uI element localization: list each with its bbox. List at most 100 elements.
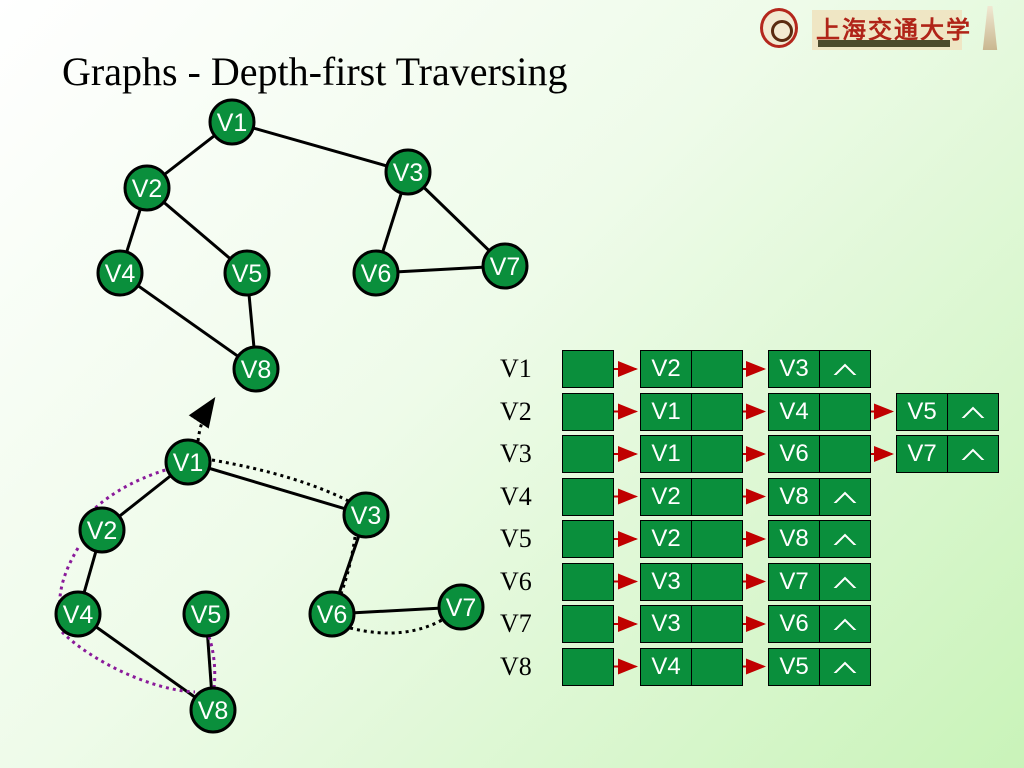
next-pointer-cell bbox=[691, 520, 743, 558]
traversal-start-arrow bbox=[188, 397, 216, 463]
vertex-label-v3: V3 bbox=[500, 439, 532, 468]
top-node-v1: V1 bbox=[208, 98, 256, 146]
bottom-node-v6: V6 bbox=[308, 590, 356, 638]
next-pointer-cell bbox=[819, 435, 871, 473]
null-caret-icon bbox=[833, 533, 857, 545]
null-caret-icon bbox=[833, 576, 857, 588]
bottom-node-v4: V4 bbox=[54, 590, 102, 638]
logo-text-plate: 上海交通大学 bbox=[812, 10, 970, 50]
null-caret-icon bbox=[833, 618, 857, 630]
bottom-node-label: V5 bbox=[191, 601, 222, 629]
bottom-node-label: V4 bbox=[63, 601, 94, 629]
next-pointer-cell bbox=[691, 647, 743, 686]
traversal-v1-v3 bbox=[211, 458, 357, 507]
vertex-label-v4: V4 bbox=[500, 481, 532, 511]
bottom-node-label: V7 bbox=[446, 594, 477, 622]
slide-title: Graphs - Depth-first Traversing bbox=[62, 49, 568, 94]
top-node-v2: V2 bbox=[123, 164, 171, 212]
null-caret-icon bbox=[961, 448, 985, 460]
null-pointer-cell bbox=[819, 647, 871, 686]
vertex-label-v7: V7 bbox=[500, 609, 532, 638]
top-edge-v4-v8 bbox=[119, 271, 257, 371]
null-caret-icon bbox=[833, 363, 857, 375]
top-node-v8: V8 bbox=[232, 345, 280, 393]
bottom-node-label: V3 bbox=[351, 502, 382, 530]
null-pointer-cell bbox=[819, 520, 871, 558]
traversal-path bbox=[58, 397, 443, 694]
head-pointer-cell bbox=[562, 392, 614, 431]
list-node-vertex: V2 bbox=[640, 477, 692, 516]
list-node-vertex: V8 bbox=[768, 520, 820, 558]
logo-chinese-name: 上海交通大学 bbox=[816, 16, 972, 44]
top-node-label: V7 bbox=[490, 253, 521, 281]
null-caret-icon bbox=[833, 491, 857, 503]
list-node-vertex: V7 bbox=[768, 562, 820, 601]
bottom-node-v8: V8 bbox=[189, 686, 237, 734]
list-node-vertex: V1 bbox=[640, 392, 692, 431]
traversal-v3-v6 bbox=[328, 529, 358, 619]
top-graph-edges bbox=[118, 120, 507, 371]
bottom-node-v2: V2 bbox=[78, 506, 126, 554]
null-pointer-cell bbox=[947, 435, 999, 473]
list-node-vertex: V1 bbox=[640, 435, 692, 473]
tower-icon bbox=[982, 6, 998, 50]
head-pointer-cell bbox=[562, 435, 614, 473]
top-node-label: V4 bbox=[105, 260, 136, 288]
head-pointer-cell bbox=[562, 605, 614, 643]
traversal-v4-v8 bbox=[60, 630, 196, 694]
null-pointer-cell bbox=[819, 605, 871, 643]
bottom-node-v1: V1 bbox=[164, 438, 212, 486]
vertex-label-v5: V5 bbox=[500, 524, 532, 553]
list-node-vertex: V3 bbox=[640, 562, 692, 601]
bottom-node-v7: V7 bbox=[437, 583, 485, 631]
list-node-vertex: V4 bbox=[768, 392, 820, 431]
null-caret-icon bbox=[961, 406, 985, 418]
bottom-node-label: V1 bbox=[173, 449, 204, 477]
list-node-vertex: V8 bbox=[768, 477, 820, 516]
top-node-label: V1 bbox=[217, 109, 248, 137]
top-node-v7: V7 bbox=[481, 242, 529, 290]
vertex-label-v6: V6 bbox=[500, 566, 532, 596]
bottom-node-v3: V3 bbox=[342, 491, 390, 539]
top-node-v4: V4 bbox=[96, 249, 144, 297]
bottom-node-label: V6 bbox=[317, 601, 348, 629]
top-node-v6: V6 bbox=[352, 249, 400, 297]
vertex-label-v2: V2 bbox=[500, 396, 532, 426]
vertex-label-v8: V8 bbox=[500, 651, 532, 681]
next-pointer-cell bbox=[691, 392, 743, 431]
null-caret-icon bbox=[833, 661, 857, 673]
top-node-label: V2 bbox=[132, 175, 163, 203]
vertex-label-v1: V1 bbox=[500, 354, 532, 383]
null-pointer-cell bbox=[819, 350, 871, 388]
bottom-node-label: V8 bbox=[198, 697, 229, 725]
list-node-vertex: V5 bbox=[896, 392, 948, 431]
top-node-label: V5 bbox=[232, 260, 263, 288]
list-node-vertex: V4 bbox=[640, 647, 692, 686]
traversal-v8-v5 bbox=[206, 633, 217, 689]
top-node-label: V3 bbox=[393, 159, 424, 187]
head-pointer-cell bbox=[562, 647, 614, 686]
bottom-node-label: V2 bbox=[87, 517, 118, 545]
top-node-label: V8 bbox=[241, 356, 272, 384]
list-node-vertex: V3 bbox=[768, 350, 820, 388]
head-pointer-cell bbox=[562, 477, 614, 516]
top-node-label: V6 bbox=[361, 260, 392, 288]
bottom-edge-v4-v8 bbox=[77, 612, 214, 712]
list-node-vertex: V6 bbox=[768, 435, 820, 473]
bottom-graph-edges bbox=[76, 460, 462, 712]
list-node-vertex: V5 bbox=[768, 647, 820, 686]
logo-english-name-bar bbox=[818, 40, 950, 47]
next-pointer-cell bbox=[691, 477, 743, 516]
top-edge-v1-v3 bbox=[231, 120, 409, 174]
list-node-vertex: V6 bbox=[768, 605, 820, 643]
next-pointer-cell bbox=[691, 605, 743, 643]
list-node-vertex: V3 bbox=[640, 605, 692, 643]
university-logo: 上海交通大学 bbox=[756, 6, 1006, 52]
top-node-v5: V5 bbox=[223, 249, 271, 297]
top-node-v3: V3 bbox=[384, 148, 432, 196]
head-pointer-cell bbox=[562, 350, 614, 388]
bottom-edge-v1-v3 bbox=[187, 460, 367, 517]
head-pointer-cell bbox=[562, 562, 614, 601]
